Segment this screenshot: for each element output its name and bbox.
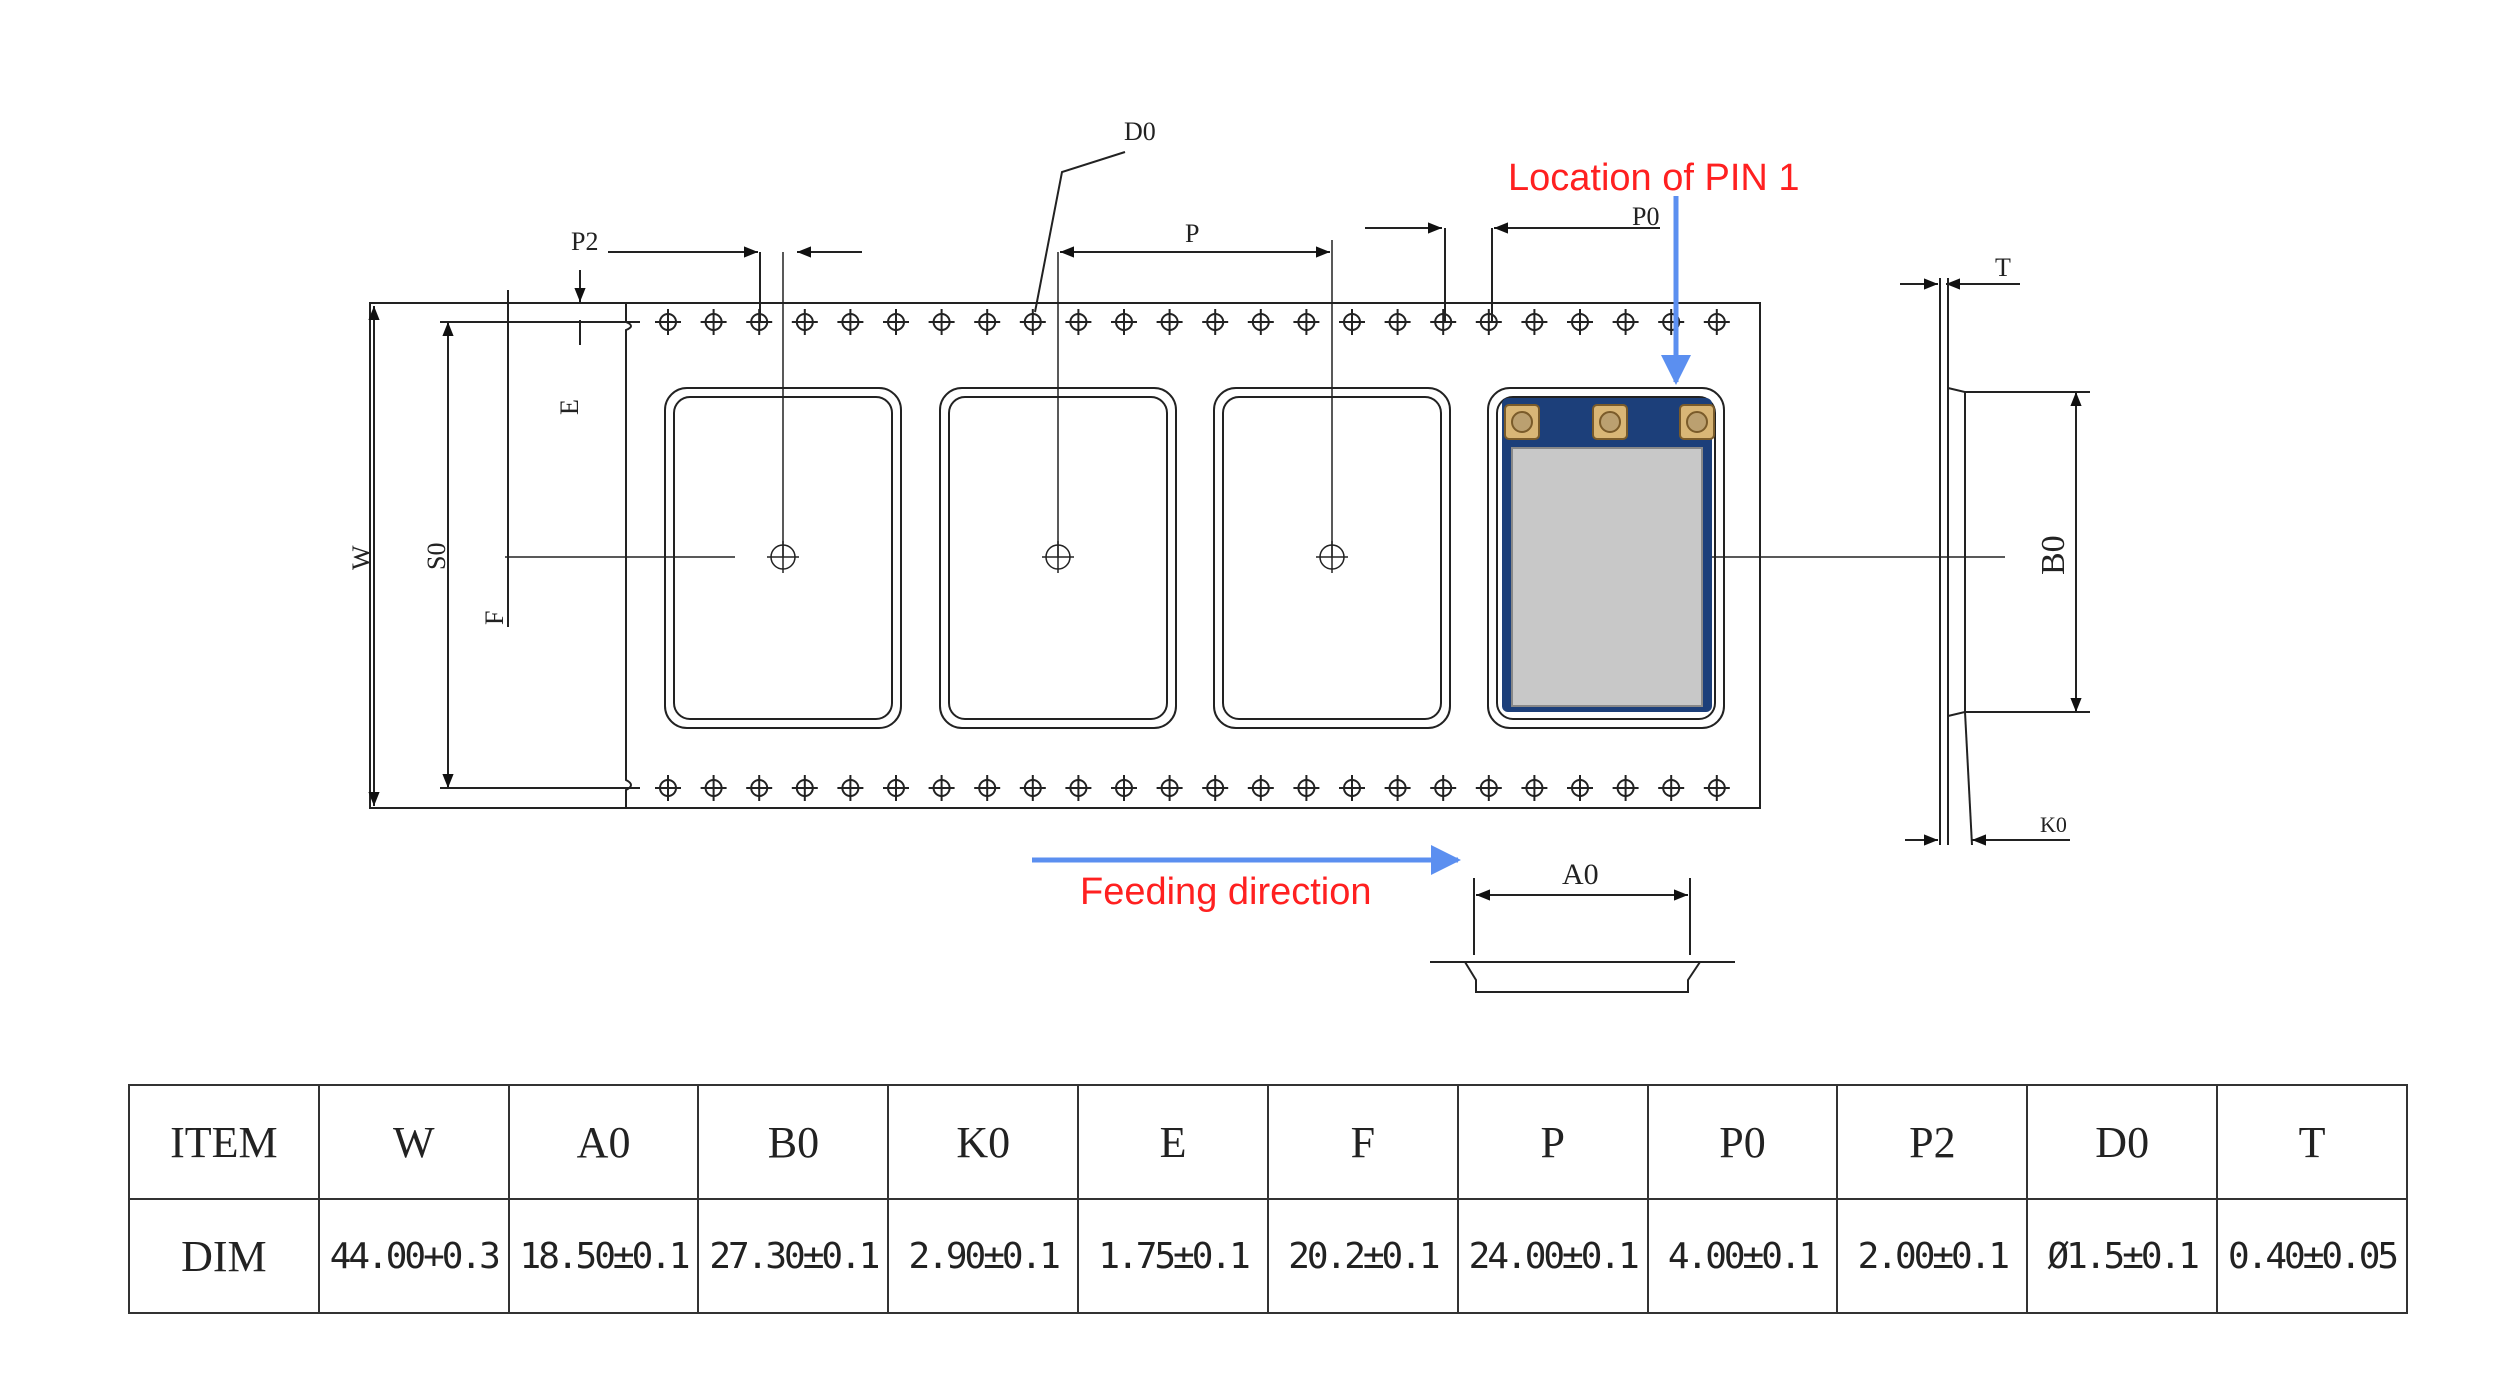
table-header-cell: A0	[507, 1084, 700, 1200]
dimension-table: ITEM W A0 B0 K0 E F P P0 P2 D0 T DIM 44.…	[128, 1084, 2408, 1314]
label-k0: K0	[2040, 812, 2067, 837]
table-header-cell: ITEM	[128, 1084, 320, 1200]
table-cell: 2.00±0.1	[1836, 1198, 2029, 1314]
table-header-cell: T	[2216, 1084, 2408, 1200]
table-cell: 18.50±0.1	[507, 1198, 700, 1314]
table-header-cell: B0	[697, 1084, 890, 1200]
table-cell: 20.2±0.1	[1266, 1198, 1459, 1314]
table-cell: 24.00±0.1	[1456, 1198, 1649, 1314]
label-b0: B0	[2035, 535, 2072, 575]
label-p2: P2	[571, 227, 598, 256]
table-cell: 1.75±0.1	[1077, 1198, 1269, 1314]
label-p: P	[1185, 219, 1199, 248]
label-t: T	[1995, 253, 2011, 282]
label-s0: S0	[422, 543, 451, 570]
table-header-row: ITEM W A0 B0 K0 E F P P0 P2 D0 T	[128, 1084, 2408, 1200]
table-row: DIM 44.00+0.3 18.50±0.1 27.30±0.1 2.90±0…	[128, 1198, 2408, 1314]
dimension-lines	[368, 151, 2090, 955]
feeding-direction-annotation: Feeding direction	[1080, 871, 1372, 913]
sprocket-holes	[655, 309, 1730, 801]
table-header-cell: P2	[1836, 1084, 2029, 1200]
table-cell: 0.40±0.05	[2216, 1198, 2408, 1314]
label-p0: P0	[1632, 202, 1659, 231]
annotation-arrows	[1032, 196, 1691, 875]
table-header-cell: E	[1077, 1084, 1269, 1200]
table-header-cell: D0	[2026, 1084, 2219, 1200]
table-header-cell: F	[1266, 1084, 1459, 1200]
table-cell: 44.00+0.3	[317, 1198, 510, 1314]
label-w: W	[347, 545, 376, 570]
a0-profile	[1430, 961, 1735, 993]
table-cell: 27.30±0.1	[697, 1198, 890, 1314]
table-header-cell: P	[1456, 1084, 1649, 1200]
side-profile	[1939, 278, 1973, 846]
table-header-cell: K0	[887, 1084, 1080, 1200]
label-d0: D0	[1124, 117, 1156, 146]
table-cell: Ø1.5±0.1	[2026, 1198, 2219, 1314]
label-e: E	[555, 399, 584, 415]
pocket-4	[1487, 387, 1725, 729]
pin1-annotation: Location of PIN 1	[1508, 157, 1800, 199]
label-a0: A0	[1562, 858, 1599, 891]
table-cell: 4.00±0.1	[1646, 1198, 1839, 1314]
table-header-cell: W	[317, 1084, 510, 1200]
table-cell: 2.90±0.1	[887, 1198, 1080, 1314]
label-f: F	[480, 611, 509, 625]
wifi-module	[1502, 398, 1715, 712]
antenna-connector-icon	[1504, 404, 1715, 440]
table-cell: DIM	[128, 1198, 320, 1314]
table-header-cell: P0	[1646, 1084, 1839, 1200]
center-lines	[505, 240, 2005, 573]
